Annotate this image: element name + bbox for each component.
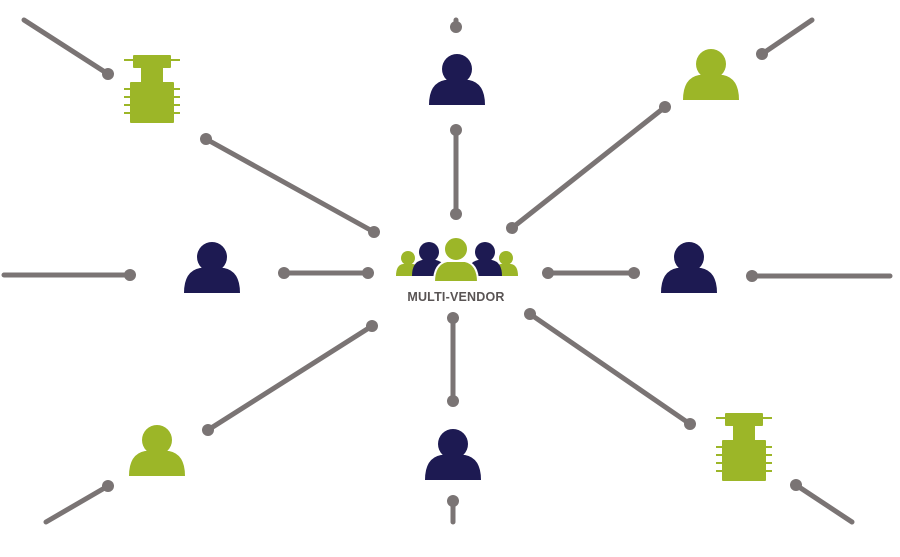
person-icon (425, 429, 481, 480)
person-icon (184, 242, 240, 293)
person-icon (683, 49, 739, 100)
connector-left-inner (278, 267, 374, 279)
connector-bottom-inner (447, 312, 459, 407)
connector-top-right-outer (756, 17, 815, 60)
connector-top-right-inner (506, 101, 671, 234)
connector-left-outer (1, 269, 136, 281)
connector-bottom-left-inner (202, 320, 378, 436)
connector-top-left-inner (200, 133, 380, 238)
person-icon (429, 54, 485, 105)
connector-lines (1, 17, 893, 525)
person-icon (129, 425, 185, 476)
connector-right-outer (746, 270, 893, 282)
hub-label: MULTI-VENDOR (407, 290, 504, 304)
person-icon (661, 242, 717, 293)
connector-bottom-left-outer (43, 480, 114, 525)
connector-top-left-outer (21, 17, 114, 80)
connector-top-inner (450, 124, 462, 220)
connector-bottom-right-outer (790, 479, 855, 525)
connector-top-outer (450, 17, 462, 33)
connector-bottom-right-inner (524, 308, 696, 430)
connector-bottom-outer (447, 495, 459, 525)
server-chip-icon (124, 55, 180, 123)
people-group-icon (396, 236, 518, 283)
connector-right-inner (542, 267, 640, 279)
server-chip-icon (716, 413, 772, 481)
